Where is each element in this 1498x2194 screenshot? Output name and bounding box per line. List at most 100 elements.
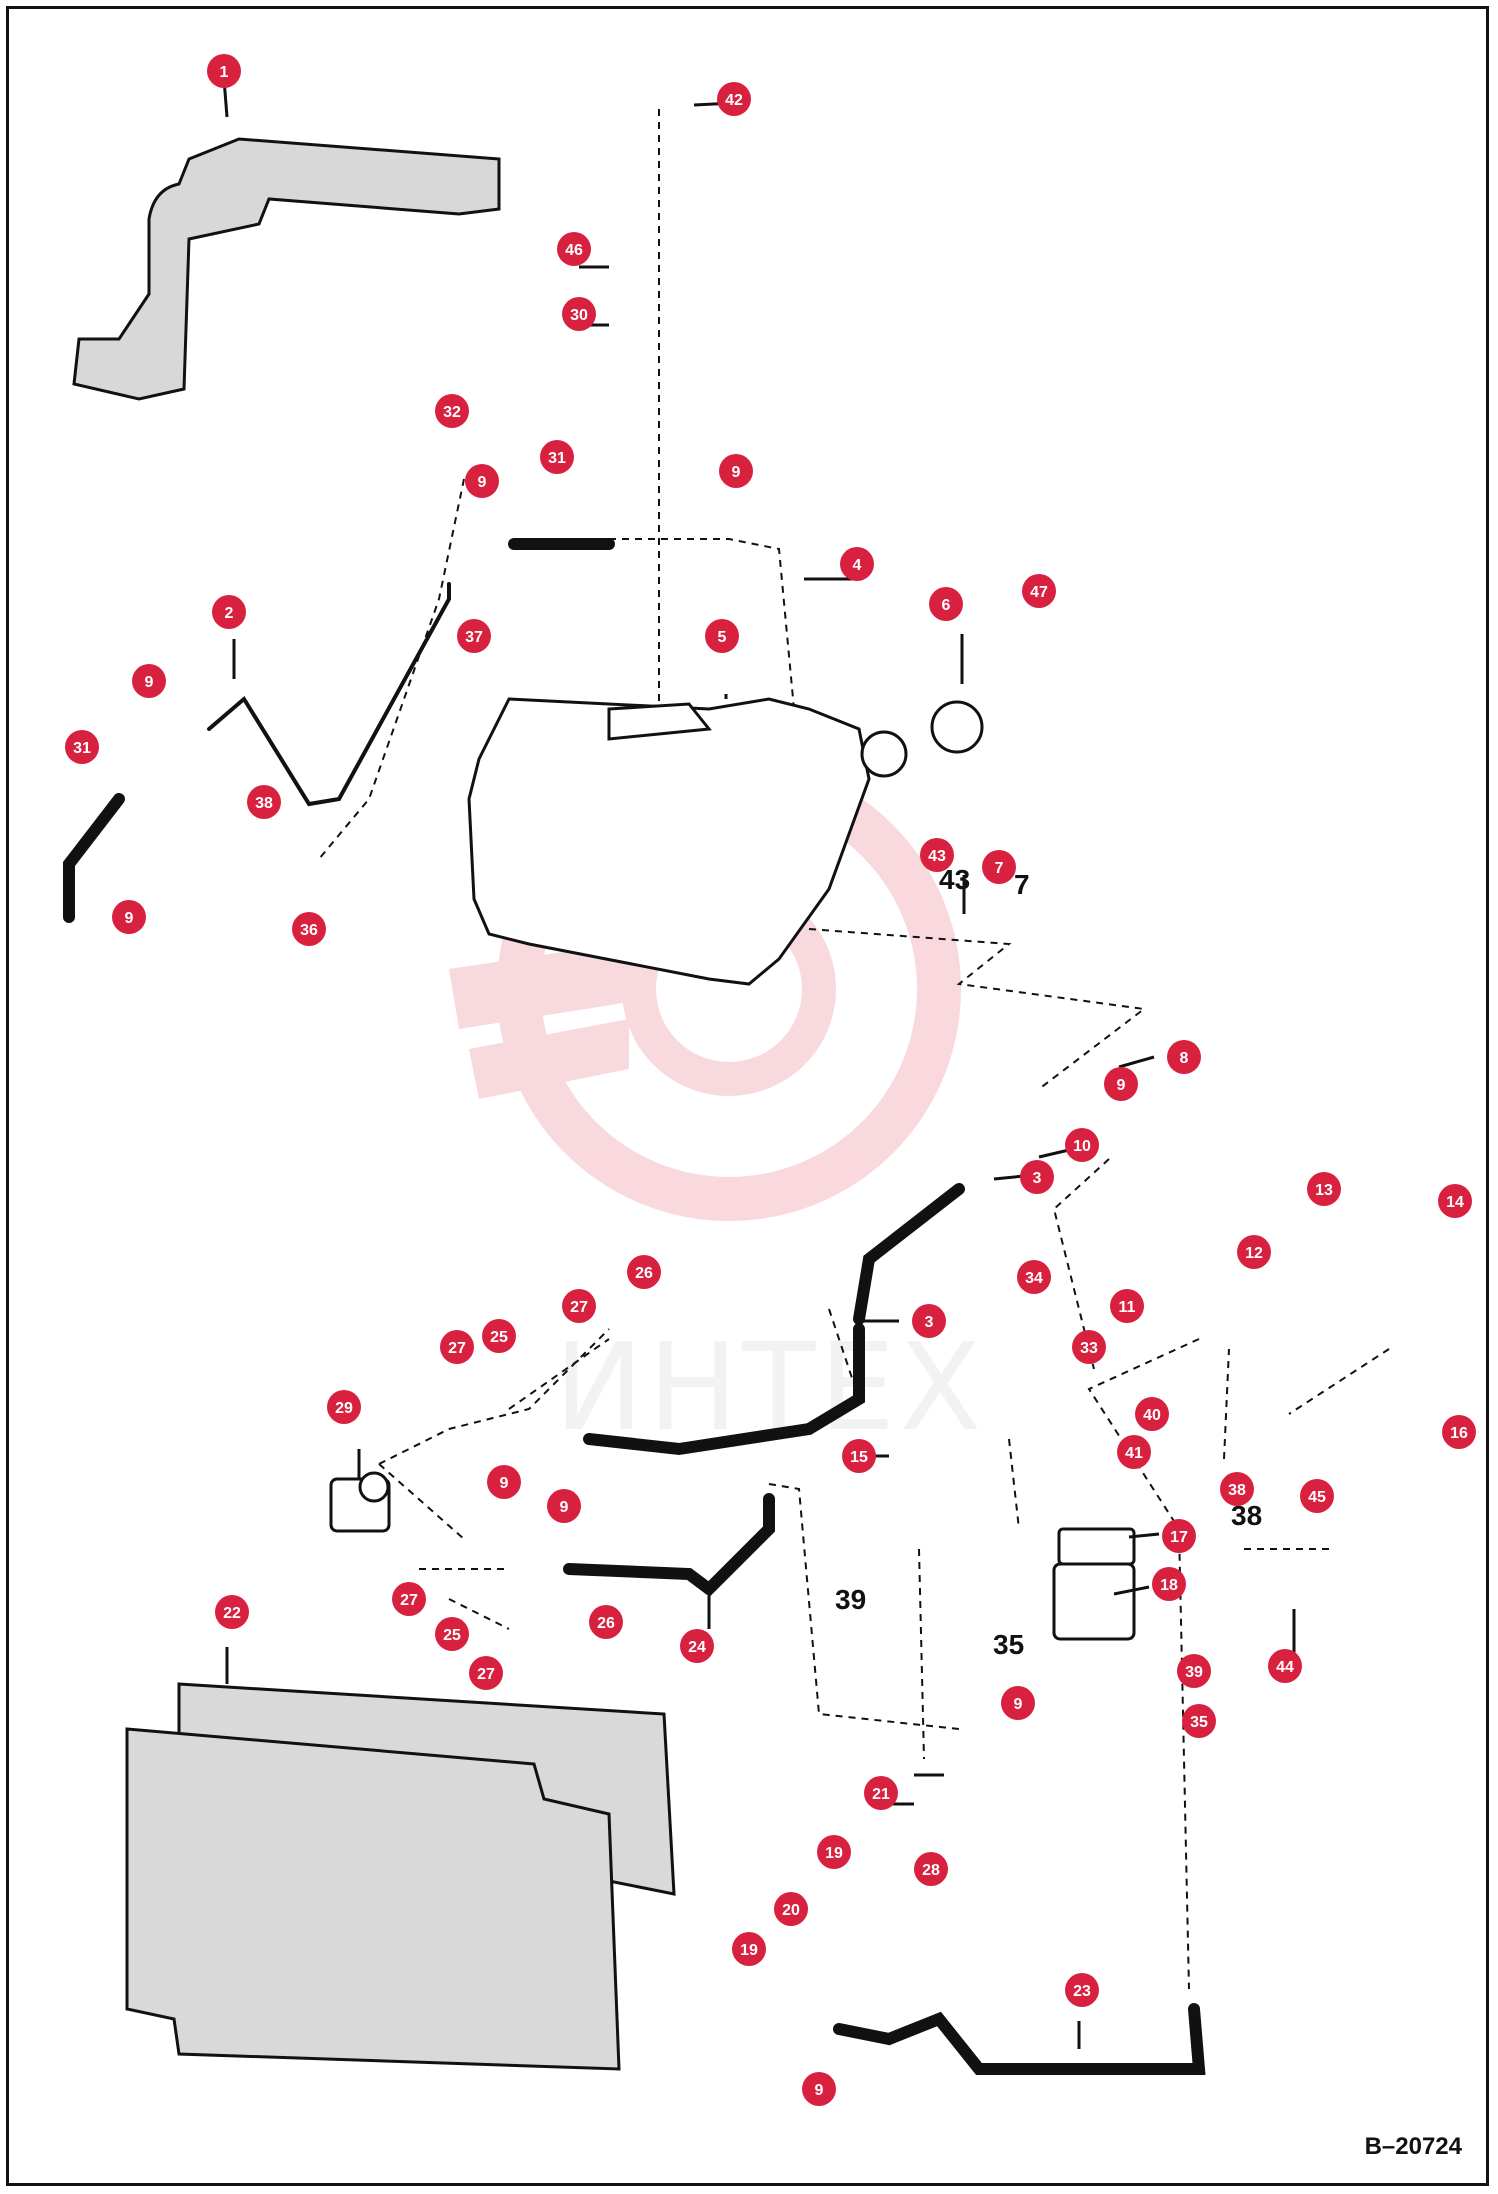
callout-marker-33: 33 <box>1072 1330 1106 1364</box>
callout-marker-46: 46 <box>557 232 591 266</box>
callout-dot <box>914 1852 948 1886</box>
callout-number: 35 <box>1190 1714 1208 1731</box>
callout-marker-30: 30 <box>562 297 596 331</box>
callout-dot <box>1438 1184 1472 1218</box>
callout-number: 4 <box>853 557 862 574</box>
callout-number: 2 <box>225 605 234 622</box>
callout-marker-22: 22 <box>215 1595 249 1629</box>
callout-dot <box>1268 1649 1302 1683</box>
plain-label-7: 7 <box>1014 869 1030 900</box>
callout-marker-12: 12 <box>1237 1235 1271 1269</box>
callout-marker-9: 9 <box>547 1489 581 1523</box>
fuel-pump <box>329 1471 391 1533</box>
callout-dot <box>1162 1519 1196 1553</box>
callout-number: 9 <box>1117 1077 1126 1094</box>
callout-marker-8: 8 <box>1167 1040 1201 1074</box>
callout-marker-26: 26 <box>589 1605 623 1639</box>
callout-dot <box>817 1835 851 1869</box>
callout-dot <box>465 464 499 498</box>
callout-dot <box>212 595 246 629</box>
callout-dot <box>292 912 326 946</box>
callout-marker-38: 38 <box>1220 1472 1254 1506</box>
callout-dot <box>562 1289 596 1323</box>
callout-number: 30 <box>570 307 588 324</box>
callout-marker-3: 3 <box>1020 1160 1054 1194</box>
callout-number: 9 <box>145 674 154 691</box>
callout-dot <box>719 454 753 488</box>
callout-dot <box>1110 1289 1144 1323</box>
connection-lines <box>318 109 1390 1990</box>
callout-number: 19 <box>740 1942 758 1959</box>
callout-marker-31: 31 <box>65 730 99 764</box>
callout-number: 34 <box>1025 1270 1043 1287</box>
callout-number: 33 <box>1080 1340 1098 1357</box>
callout-marker-27: 27 <box>440 1330 474 1364</box>
callout-marker-39: 39 <box>1177 1654 1211 1688</box>
callout-number: 16 <box>1450 1425 1468 1442</box>
callout-dot <box>112 900 146 934</box>
callout-marker-9: 9 <box>1001 1686 1035 1720</box>
callout-number: 41 <box>1125 1445 1143 1462</box>
callout-number: 9 <box>125 910 134 927</box>
callout-marker-40: 40 <box>1135 1397 1169 1431</box>
callout-marker-11: 11 <box>1110 1289 1144 1323</box>
callout-dot <box>864 1776 898 1810</box>
callout-number: 11 <box>1119 1299 1136 1316</box>
callout-dot <box>435 394 469 428</box>
leader-lines <box>222 78 1296 2049</box>
callout-marker-9: 9 <box>132 664 166 698</box>
callout-marker-25: 25 <box>435 1617 469 1651</box>
tank-support-bracket <box>72 137 501 401</box>
callout-dot <box>912 1304 946 1338</box>
callout-marker-27: 27 <box>469 1656 503 1690</box>
callout-marker-24: 24 <box>680 1629 714 1663</box>
drawing-frame: ИНТЕХ <box>6 6 1489 2186</box>
callout-number: 27 <box>570 1299 588 1316</box>
callout-marker-26: 26 <box>627 1255 661 1289</box>
callout-number: 47 <box>1030 584 1048 601</box>
callout-dot <box>1237 1235 1271 1269</box>
callout-dot <box>215 1595 249 1629</box>
callout-number: 8 <box>1180 1050 1189 1067</box>
callout-marker-4: 4 <box>840 547 874 581</box>
callout-marker-31: 31 <box>540 440 574 474</box>
callout-number: 21 <box>872 1786 890 1803</box>
callout-dot <box>457 619 491 653</box>
callout-dot <box>1017 1260 1051 1294</box>
callout-marker-13: 13 <box>1307 1172 1341 1206</box>
callout-number: 17 <box>1170 1529 1188 1546</box>
callout-dot <box>717 82 751 116</box>
callout-marker-45: 45 <box>1300 1479 1334 1513</box>
callout-number: 25 <box>443 1627 461 1644</box>
callout-dot <box>774 1892 808 1926</box>
callout-number: 19 <box>825 1845 843 1862</box>
callout-number: 20 <box>782 1902 800 1919</box>
callout-dot <box>435 1617 469 1651</box>
callout-dot <box>1072 1330 1106 1364</box>
callout-marker-14: 14 <box>1438 1184 1472 1218</box>
callout-number: 14 <box>1446 1194 1464 1211</box>
callout-dot <box>1020 1160 1054 1194</box>
callout-number: 38 <box>255 795 273 812</box>
callout-number: 9 <box>560 1499 569 1516</box>
callout-marker-1: 1 <box>207 54 241 88</box>
callout-marker-20: 20 <box>774 1892 808 1926</box>
callout-number: 1 <box>220 64 229 81</box>
callout-dot <box>1065 1128 1099 1162</box>
callout-dot <box>1065 1973 1099 2007</box>
callout-dot <box>1167 1040 1201 1074</box>
callout-number: 7 <box>995 860 1004 877</box>
callout-dot <box>392 1582 426 1616</box>
callout-number: 9 <box>1014 1696 1023 1713</box>
callout-dot <box>132 664 166 698</box>
callout-dot <box>982 850 1016 884</box>
callout-dot <box>1307 1172 1341 1206</box>
callout-dot <box>557 232 591 266</box>
callout-marker-21: 21 <box>864 1776 898 1810</box>
callout-number: 5 <box>718 629 727 646</box>
callout-dot <box>487 1465 521 1499</box>
callout-marker-29: 29 <box>327 1390 361 1424</box>
callout-dot <box>547 1489 581 1523</box>
callout-number: 9 <box>478 474 487 491</box>
callout-dot <box>1104 1067 1138 1101</box>
